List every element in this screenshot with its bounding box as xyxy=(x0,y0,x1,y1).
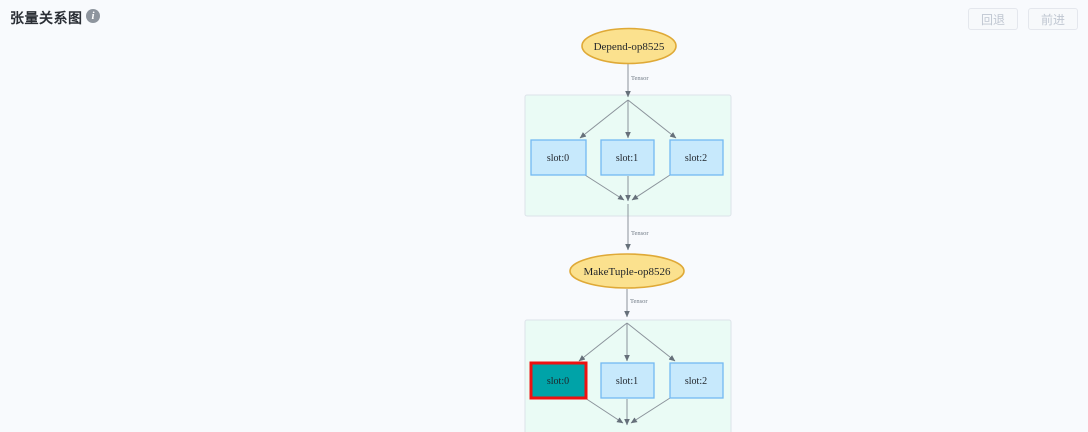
undo-button[interactable]: 回退 xyxy=(968,8,1018,30)
operator-label: Depend-op8525 xyxy=(594,41,665,53)
graph-edge xyxy=(630,397,671,424)
operator-label: MakeTuple-op8526 xyxy=(584,266,671,278)
slot-label: slot:2 xyxy=(685,153,707,164)
graph-edge xyxy=(584,174,625,201)
slot-node-g1-slot1[interactable] xyxy=(600,139,655,176)
redo-button[interactable]: 前进 xyxy=(1028,8,1078,30)
slot-label: slot:0 xyxy=(547,376,569,387)
graph-edge xyxy=(626,322,676,362)
graph-edge xyxy=(627,99,677,139)
slot-label: slot:0 xyxy=(547,153,569,164)
info-icon[interactable]: i xyxy=(86,9,100,23)
slot-node-g2-slot0-selected[interactable] xyxy=(529,361,588,400)
graph-edge xyxy=(579,99,629,139)
slot-label: slot:1 xyxy=(616,153,638,164)
graph-edge xyxy=(584,397,624,424)
graph-edge xyxy=(578,322,628,362)
slot-node-g1-slot2[interactable] xyxy=(669,139,724,176)
slot-node-g2-slot2[interactable] xyxy=(669,362,724,399)
slot-label: slot:1 xyxy=(616,376,638,387)
slot-node-g1-slot0[interactable] xyxy=(530,139,587,176)
page-title: 张量关系图 xyxy=(10,10,83,26)
slot-label: slot:2 xyxy=(685,376,707,387)
operator-node-maketuple[interactable] xyxy=(569,253,685,289)
edge-label: Tensor xyxy=(631,230,649,237)
page-header: 张量关系图 i 回退 前进 xyxy=(0,0,1088,34)
operator-node-depend[interactable] xyxy=(581,27,677,65)
slot-node-g2-slot1[interactable] xyxy=(600,362,655,399)
edge-label: Tensor xyxy=(630,298,648,305)
graph-edges xyxy=(578,63,677,426)
graph-edge xyxy=(631,174,671,201)
edge-label: Tensor xyxy=(631,75,649,82)
